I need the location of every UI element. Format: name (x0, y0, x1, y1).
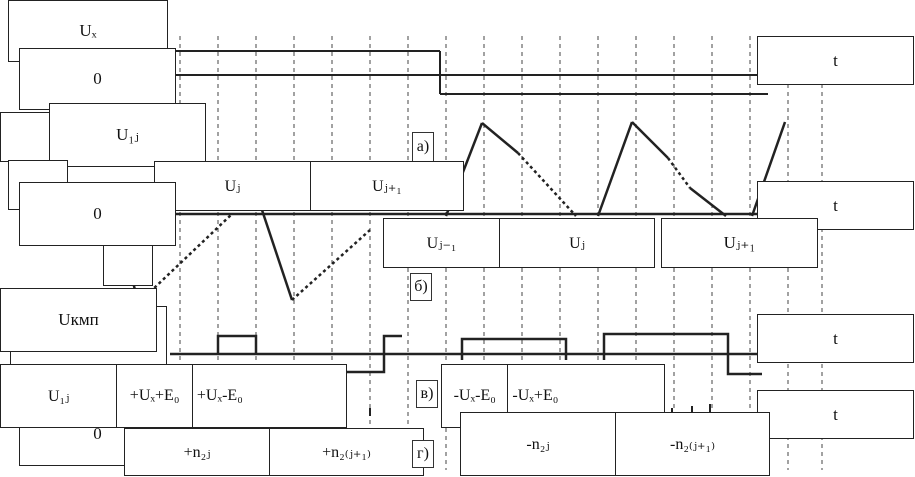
tag-c: в) (416, 380, 438, 408)
signal-b (118, 121, 787, 301)
row-c-cell: -Uₓ+E₀ (507, 365, 664, 427)
row-d-cell: -n₂₍ⱼ₊₁₎ (615, 413, 769, 475)
ukmp-label-front: Uкмп (0, 288, 157, 352)
row-c-cell: +Uₓ-E₀ (191, 365, 346, 427)
u1j-label-a: U₁ⱼ (49, 103, 206, 167)
time-label-d: t (757, 390, 914, 439)
row-c-cell: -Uₓ-E₀ (453, 387, 496, 404)
row-b-top-cell: Uⱼ (224, 178, 241, 195)
time-label-a: t (757, 36, 914, 85)
blank-box-3 (103, 246, 153, 286)
zero-label-a: 0 (19, 48, 176, 110)
zero-label-b: 0 (19, 182, 176, 246)
signal-b-dotted (149, 152, 692, 301)
row-b-top-cell: Uⱼ₊₁ (309, 162, 463, 210)
signal-a (165, 50, 768, 95)
row-c-left: U₁ⱼ +Uₓ+E₀ +Uₓ-E₀ (0, 364, 347, 428)
row-d-left: +n₂ⱼ +n₂₍ⱼ₊₁₎ (124, 428, 424, 476)
row-d-cell: +n₂ⱼ (183, 444, 211, 461)
row-b-bottom-last: Uⱼ₊₁ (661, 218, 818, 268)
row-d-cell: -n₂ⱼ (526, 436, 550, 453)
signal-c (170, 332, 762, 376)
row-b-bottom: Uⱼ₋₁ Uⱼ (383, 218, 655, 268)
tag-d: г) (412, 440, 434, 468)
row-d-cell: +n₂₍ⱼ₊₁₎ (269, 429, 423, 475)
time-label-c: t (757, 314, 914, 363)
row-b-bottom-cell: Uⱼ₋₁ (426, 235, 457, 252)
row-b-top: Uⱼ Uⱼ₊₁ (154, 161, 464, 211)
row-b-bottom-cell: Uⱼ (499, 219, 654, 267)
tag-a: а) (412, 132, 434, 162)
row-c-cell: +Uₓ+E₀ (116, 365, 192, 427)
tag-b: б) (410, 273, 432, 301)
row-c-cell: U₁ⱼ (47, 388, 70, 405)
row-d-right: -n₂ⱼ -n₂₍ⱼ₊₁₎ (460, 412, 770, 476)
